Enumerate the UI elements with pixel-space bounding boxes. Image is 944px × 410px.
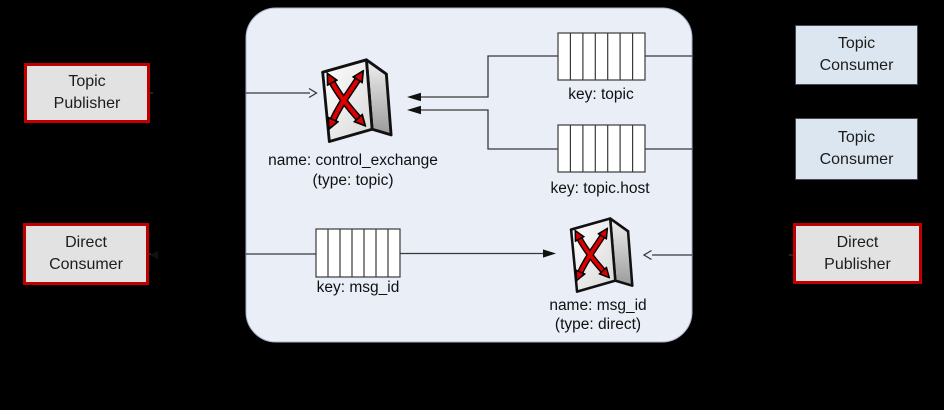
arrowhead-into-control-exchange-bottom-icon (407, 105, 421, 115)
queue-msg-id (315, 228, 401, 278)
arrowhead-into-control-exchange-top-icon (407, 92, 421, 102)
queue-msg-id-label: key: msg_id (316, 279, 400, 296)
node-direct-publisher: Direct Publisher (793, 223, 922, 284)
node-topic-consumer-1: Topic Consumer (795, 25, 918, 85)
direct-exchange-type-label: (type: direct) (554, 316, 642, 333)
control-exchange-icon (323, 60, 391, 142)
control-exchange-type-label: (type: topic) (312, 172, 394, 189)
direct-exchange-icon (571, 219, 632, 292)
queue-topic-host (557, 124, 646, 173)
open-arrowhead-left-icon (642, 249, 652, 261)
node-topic-publisher: Topic Publisher (24, 63, 150, 123)
node-topic-consumer-2: Topic Consumer (795, 118, 918, 180)
node-direct-consumer: Direct Consumer (23, 223, 149, 285)
connector-layer (146, 55, 795, 261)
arrowhead-into-direct-exchange-icon (543, 249, 556, 258)
queue-topic (557, 32, 646, 81)
open-arrowhead-right-icon (308, 87, 318, 99)
control-exchange-name-label: name: control_exchange (268, 152, 438, 169)
queue-topic-label: key: topic (568, 86, 634, 103)
direct-exchange-name-label: name: msg_id (549, 297, 647, 314)
edge-queue-topic-to-control-exchange (421, 55, 558, 98)
edge-queue-topichost-to-control-exchange (421, 109, 558, 150)
arrowhead-into-direct-consumer-icon (150, 250, 158, 260)
queue-topic-host-label: key: topic.host (550, 180, 650, 197)
filled-arrowheads (150, 92, 556, 260)
